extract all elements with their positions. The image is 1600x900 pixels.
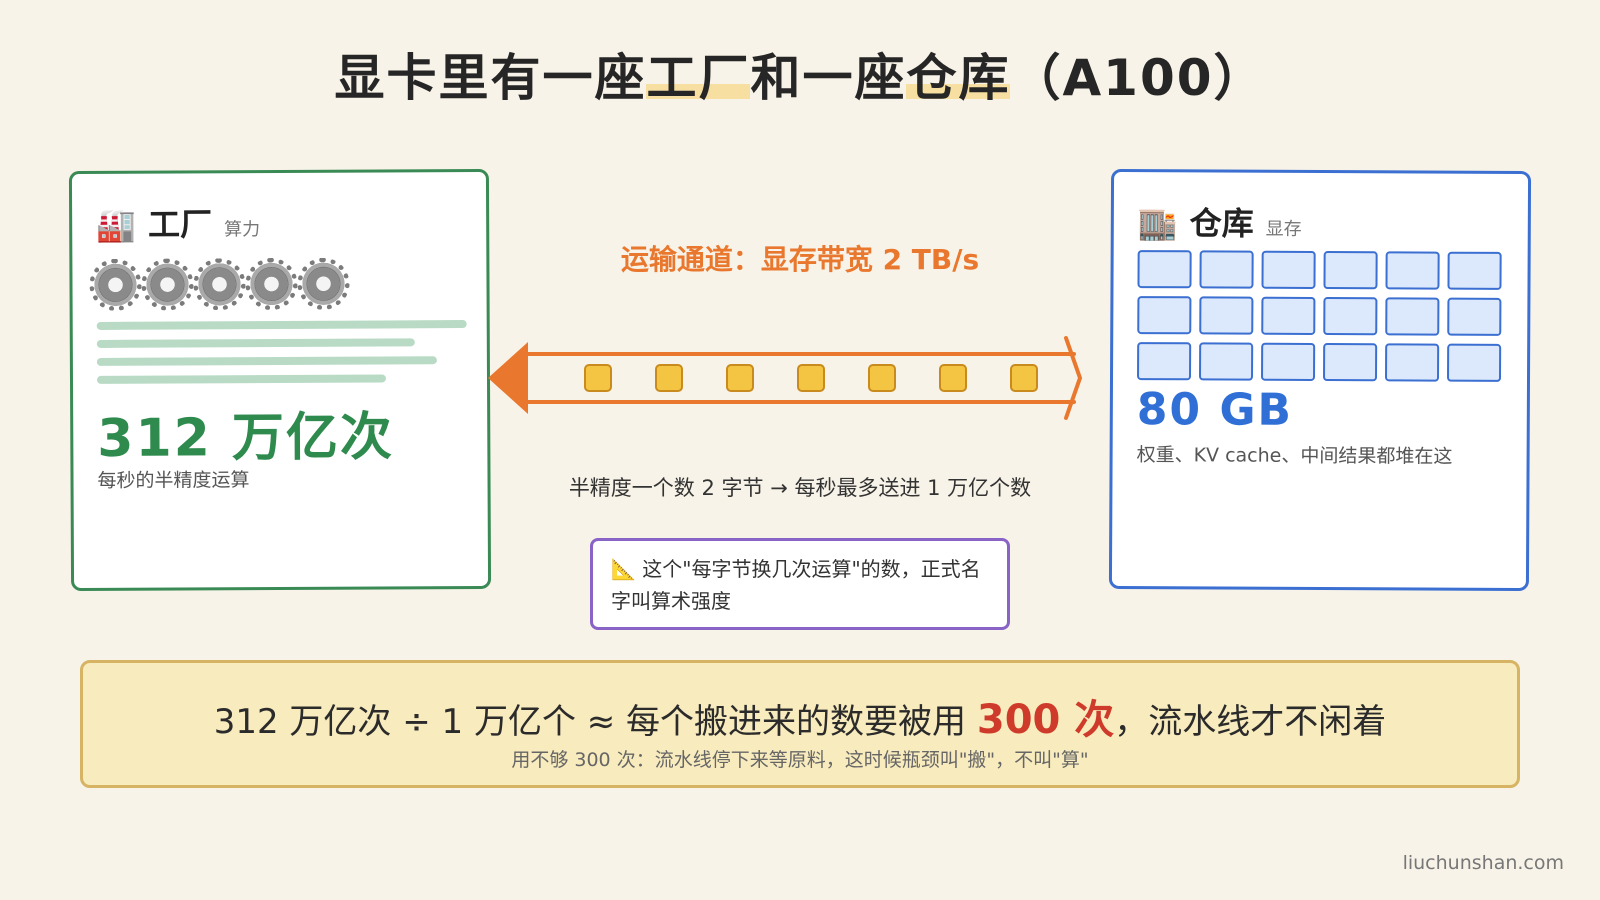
data-packets bbox=[584, 364, 1038, 392]
gear-icon bbox=[302, 262, 345, 305]
data-packet bbox=[726, 364, 754, 392]
factory-line bbox=[96, 356, 438, 366]
title-prefix: 显卡里有一座 bbox=[334, 49, 647, 107]
memory-cell bbox=[1198, 342, 1254, 381]
warehouse-subtitle: 显存 bbox=[1265, 218, 1302, 240]
factory-subtitle: 算力 bbox=[224, 219, 261, 241]
factory-line bbox=[96, 320, 467, 330]
data-packet bbox=[939, 364, 967, 392]
summary-sub: 用不够 300 次：流水线停下来等原料，这时候瓶颈叫"搬"，不叫"算" bbox=[511, 749, 1089, 771]
warehouse-header: 🏬 仓库 显存 bbox=[1138, 198, 1302, 245]
factory-card: 🏭 工厂 算力 312 万亿次 每秒的半精度运算 bbox=[68, 168, 492, 592]
gear-icon bbox=[250, 262, 293, 306]
title-highlight-warehouse: 仓库 bbox=[906, 49, 1011, 107]
data-packet bbox=[868, 364, 896, 392]
summary-part2: ，流水线才不闲着 bbox=[1114, 702, 1387, 742]
memory-grid bbox=[1136, 250, 1502, 382]
memory-cell bbox=[1136, 342, 1192, 381]
transport-pipe bbox=[488, 336, 1083, 420]
factory-progress-lines bbox=[96, 320, 467, 394]
channel-caption: 半精度一个数 2 字节 → 每秒最多送进 1 万亿个数 bbox=[568, 476, 1032, 500]
memory-cell bbox=[1199, 250, 1254, 289]
summary-main: 312 万亿次 ÷ 1 万亿个 ≈ 每个搬进来的数要被用 300 次，流水线才不… bbox=[83, 687, 1517, 745]
memory-cell bbox=[1446, 343, 1502, 382]
gear-icon bbox=[94, 263, 137, 306]
site-credit: liuchunshan.com bbox=[1402, 852, 1564, 874]
gear-icon bbox=[146, 263, 189, 306]
memory-cell bbox=[1384, 343, 1440, 382]
memory-cell bbox=[1199, 296, 1254, 335]
memory-cell bbox=[1260, 342, 1316, 381]
factory-line bbox=[96, 338, 416, 348]
memory-cell bbox=[1137, 296, 1192, 335]
memory-cell bbox=[1447, 251, 1502, 290]
warehouse-card: 🏬 仓库 显存 80 GB 权重、KV cache、中间结果都堆在这 bbox=[1108, 168, 1532, 592]
gear-icon bbox=[198, 263, 241, 306]
memory-cell bbox=[1385, 251, 1440, 290]
data-packet bbox=[655, 364, 683, 392]
factory-icon: 🏭 bbox=[96, 205, 137, 244]
memory-cell bbox=[1261, 250, 1316, 289]
memory-cell bbox=[1323, 251, 1378, 290]
channel-label: 运输通道：显存带宽 2 TB/s bbox=[620, 243, 980, 276]
memory-cell bbox=[1322, 343, 1378, 382]
arrow-left-head-icon bbox=[488, 342, 528, 414]
page-title: 显卡里有一座工厂和一座仓库（A100） bbox=[0, 38, 1600, 110]
warehouse-note: 权重、KV cache、中间结果都堆在这 bbox=[1136, 444, 1453, 468]
title-suffix: （A100） bbox=[1010, 49, 1266, 107]
summary-highlight: 300 次 bbox=[976, 697, 1115, 743]
memory-cell bbox=[1447, 297, 1502, 336]
data-packet bbox=[797, 364, 825, 392]
factory-stat: 312 万亿次 bbox=[97, 407, 395, 469]
memory-cell bbox=[1323, 297, 1378, 336]
summary-box: 312 万亿次 ÷ 1 万亿个 ≈ 每个搬进来的数要被用 300 次，流水线才不… bbox=[80, 660, 1520, 788]
title-highlight-factory: 工厂 bbox=[646, 49, 751, 107]
memory-cell bbox=[1385, 297, 1440, 336]
factory-header: 🏭 工厂 算力 bbox=[96, 199, 260, 246]
warehouse-stat: 80 GB bbox=[1136, 384, 1294, 436]
warehouse-title: 仓库 bbox=[1189, 204, 1254, 243]
memory-cell bbox=[1261, 296, 1316, 335]
data-packet bbox=[584, 364, 612, 392]
tip-box: 📐 这个"每字节换几次运算"的数，正式名字叫算术强度 bbox=[590, 538, 1010, 630]
factory-line bbox=[96, 374, 386, 384]
arrow-right-open-icon bbox=[1064, 336, 1083, 420]
factory-title: 工厂 bbox=[147, 205, 213, 244]
title-mid: 和一座 bbox=[750, 49, 907, 107]
gear-row bbox=[94, 262, 345, 306]
triangle-ruler-icon: 📐 bbox=[611, 557, 636, 581]
data-packet bbox=[1010, 364, 1038, 392]
summary-part1: 312 万亿次 ÷ 1 万亿个 ≈ 每个搬进来的数要被用 bbox=[213, 702, 977, 742]
memory-cell bbox=[1137, 250, 1192, 289]
warehouse-icon: 🏬 bbox=[1137, 204, 1178, 243]
factory-note: 每秒的半精度运算 bbox=[97, 469, 250, 492]
tip-text: 这个"每字节换几次运算"的数，正式名字叫算术强度 bbox=[611, 557, 981, 613]
